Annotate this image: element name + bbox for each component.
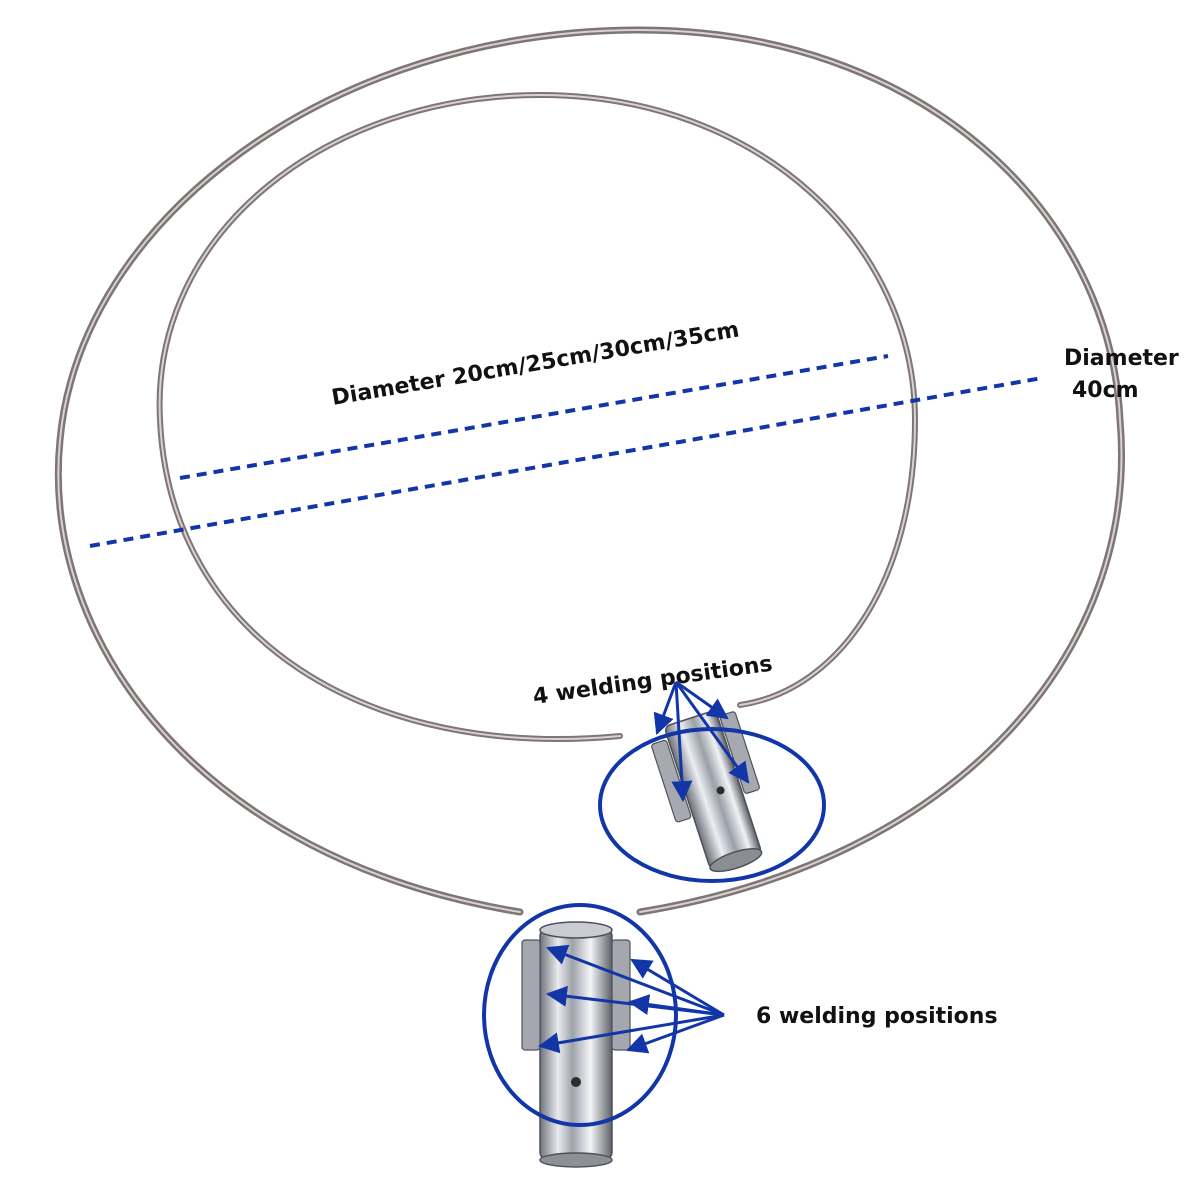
four-weld-arrows xyxy=(653,680,750,803)
diameter-lines xyxy=(89,354,1043,548)
large-weld-highlight xyxy=(482,903,678,1127)
inner-ring xyxy=(156,91,919,742)
outer-ring xyxy=(54,26,1125,916)
four-welds-label: 4 welding positions xyxy=(531,652,774,710)
small-connector-tube xyxy=(651,710,763,873)
six-welds-label: 6 welding positions xyxy=(756,1004,998,1029)
six-weld-arrows xyxy=(537,944,725,1054)
outer-diameter-line xyxy=(89,376,1043,548)
outer-diameter-label-line2: 40cm xyxy=(1072,378,1139,403)
outer-diameter-label-line1: Diameter xyxy=(1064,346,1179,371)
inner-diameter-label: Diameter 20cm/25cm/30cm/35cm xyxy=(330,317,741,411)
inner-diameter-line xyxy=(179,354,889,480)
small-weld-highlight xyxy=(598,727,826,883)
